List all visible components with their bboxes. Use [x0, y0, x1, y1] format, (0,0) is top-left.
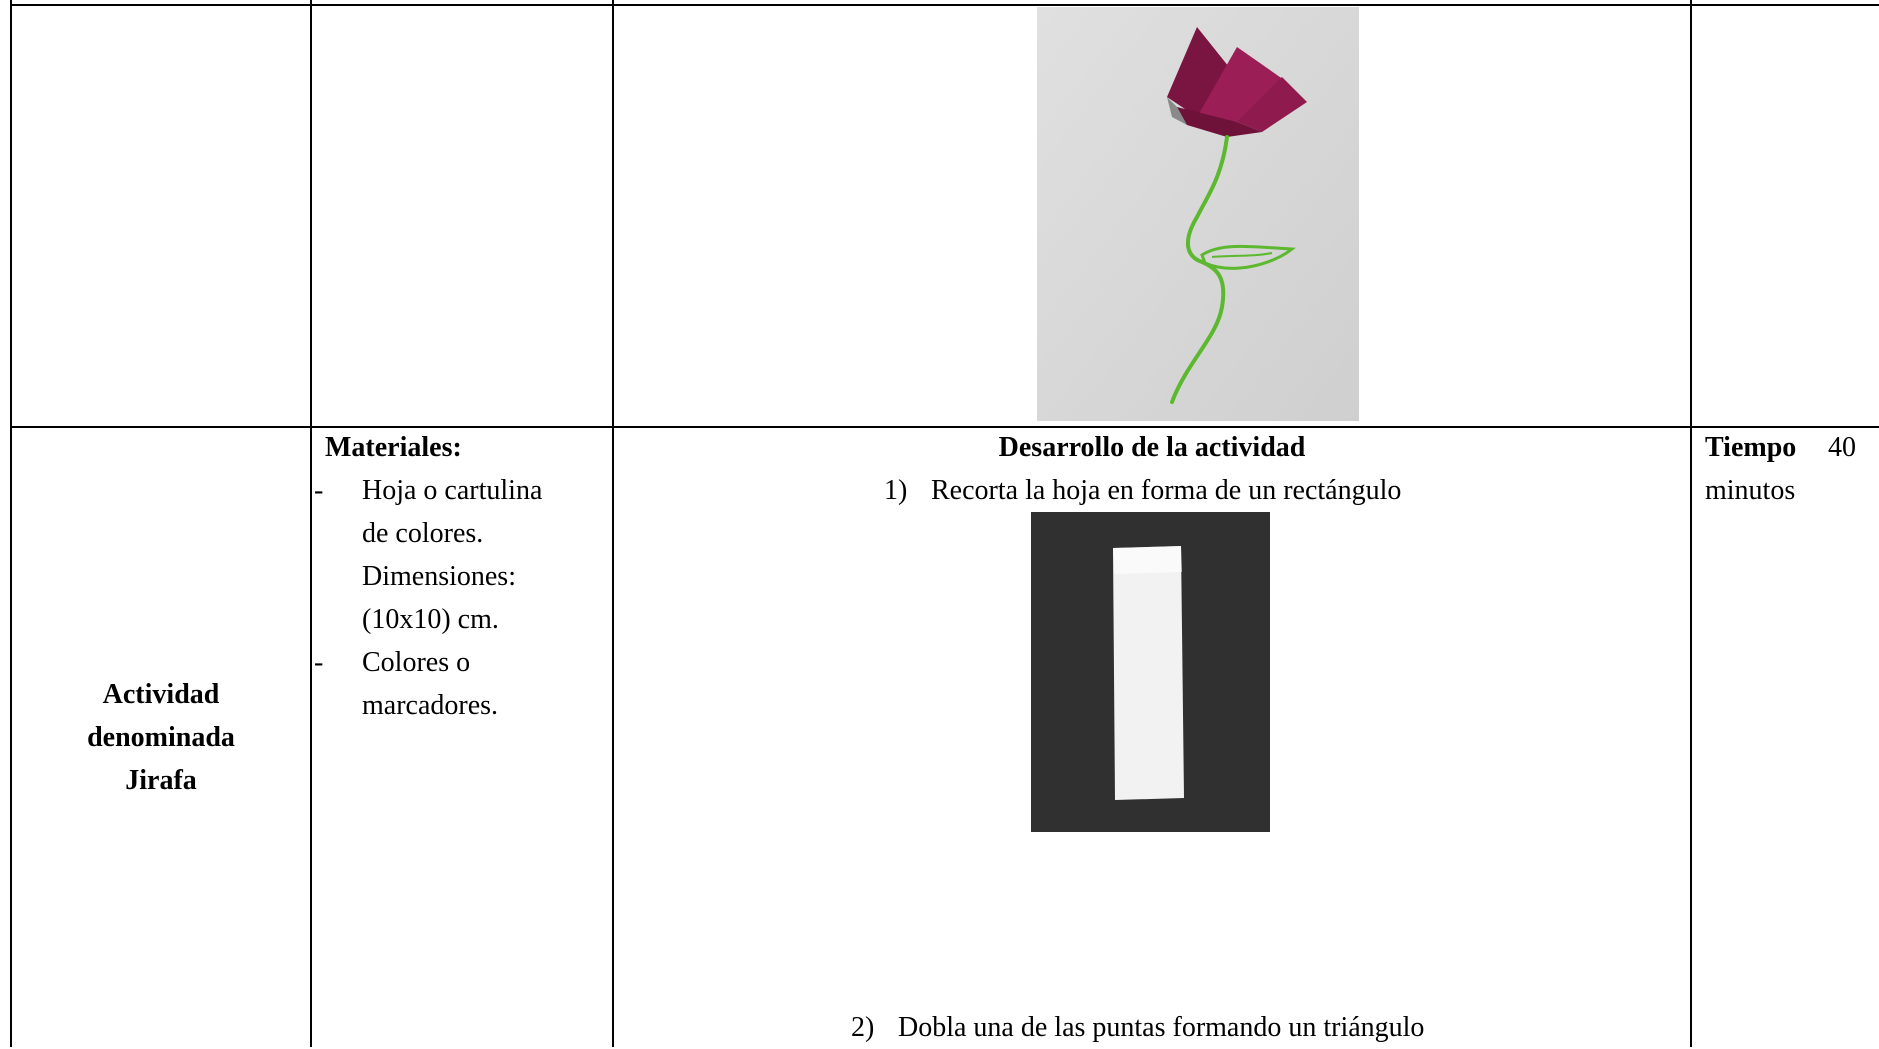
activity-title-line-1: Actividad — [102, 679, 220, 710]
materials-bullet-1: - — [314, 475, 324, 506]
column-divider-1 — [310, 0, 312, 1047]
flower-photo — [1037, 7, 1359, 421]
step-2-text: Dobla una de las puntas formando un triá… — [898, 1012, 1425, 1043]
materials-heading: Materiales: — [325, 432, 462, 463]
activity-title-line-3: Jirafa — [125, 765, 197, 796]
row-divider — [10, 426, 1879, 428]
column-divider-2 — [612, 0, 614, 1047]
step-2-number: 2) — [851, 1012, 875, 1043]
materials-item-1-line-1: Hoja o cartulina — [362, 475, 543, 506]
column-border-left — [10, 0, 12, 1047]
table-top-border — [10, 4, 1879, 6]
column-divider-3 — [1690, 0, 1692, 1047]
materials-item-1-line-4: (10x10) cm. — [362, 604, 499, 635]
paper-rectangle-photo — [1031, 512, 1270, 832]
time-label: Tiempo — [1705, 432, 1797, 463]
materials-item-2-line-2: marcadores. — [362, 690, 499, 721]
materials-bullet-2: - — [314, 647, 324, 678]
time-unit: minutos — [1705, 475, 1796, 506]
step-1-number: 1) — [884, 475, 908, 506]
development-heading: Desarrollo de la actividad — [998, 432, 1306, 463]
activity-title-line-2: denominada — [87, 722, 235, 753]
time-value: 40 — [1828, 432, 1856, 463]
materials-item-1-line-3: Dimensiones: — [362, 561, 516, 592]
materials-item-1-line-2: de colores. — [362, 518, 484, 549]
materials-item-2-line-1: Colores o — [362, 647, 471, 678]
step-1-text: Recorta la hoja en forma de un rectángul… — [931, 475, 1402, 506]
